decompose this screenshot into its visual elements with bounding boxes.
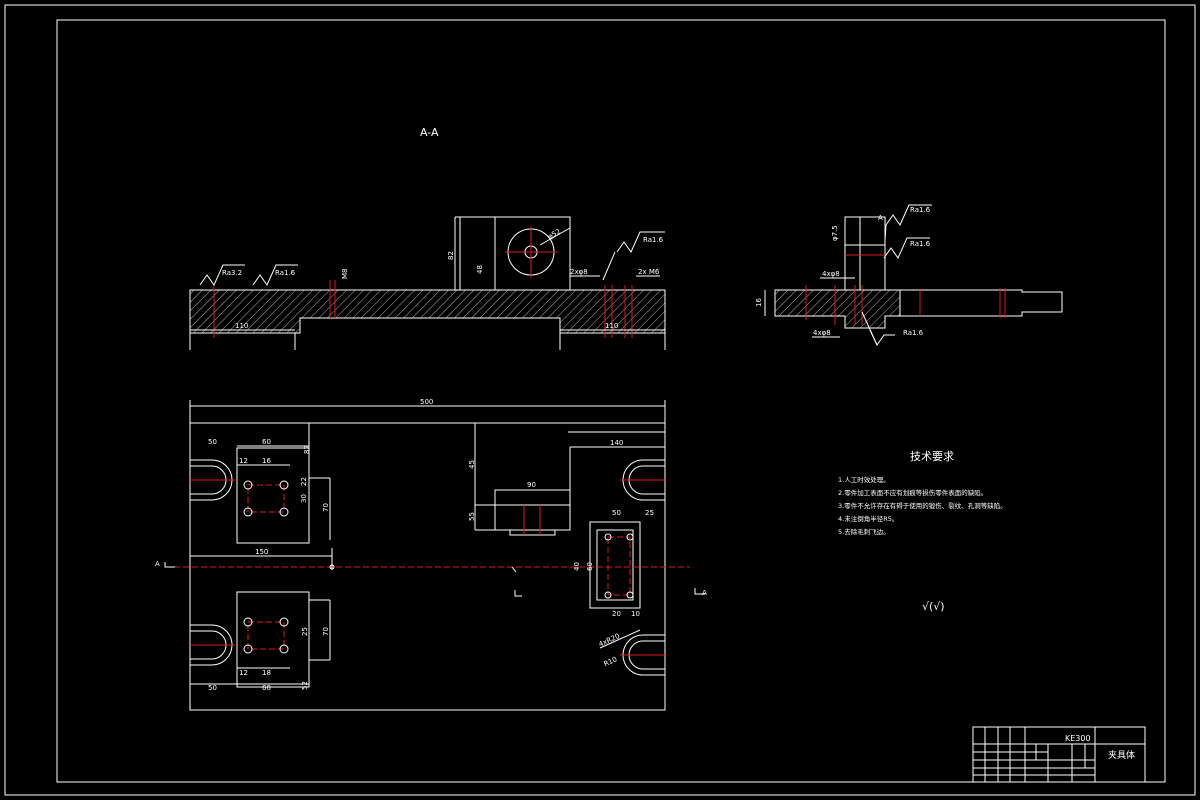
- roughness-1: Ra3.2: [222, 269, 242, 277]
- roughness-2: Ra1.6: [275, 269, 296, 277]
- tech-item-5: 5.去除毛刺飞边。: [838, 527, 890, 536]
- plan-dim-60: 60: [586, 562, 594, 571]
- tech-title: 技术要求: [910, 450, 954, 463]
- section-marker-left: A: [155, 560, 160, 568]
- dim-110-left: 110: [235, 322, 248, 330]
- tech-item-2: 2.零件加工表面不应有划痕等损伤零件表面的缺陷。: [838, 488, 987, 497]
- roughness-mark: √(√): [922, 600, 945, 613]
- plan-dim-40: 40: [573, 562, 581, 571]
- plan-dim-slot-r10: R10: [603, 655, 619, 668]
- roughness-4: Ra1.6: [910, 206, 931, 214]
- plan-dim-12-bottom: 12: [239, 669, 248, 677]
- dim-2x8: 2xφ8: [570, 268, 588, 276]
- plan-dim-90: 90: [527, 481, 536, 489]
- outer-frame: [4, 4, 1196, 796]
- dim-48: 48: [476, 265, 484, 274]
- tech-requirements: 技术要求 1.人工时效处理。 2.零件加工表面不应有划痕等损伤零件表面的缺陷。 …: [838, 450, 1007, 613]
- tech-item-4: 4.未注倒角半径R5。: [838, 514, 898, 523]
- plan-dim-60-bottom: 60: [262, 684, 271, 692]
- dim-82: 82: [447, 251, 455, 260]
- plan-dim-82: 82: [303, 445, 311, 454]
- plan-dim-70-top: 70: [322, 503, 330, 512]
- plan-dim-50-left: 50: [208, 438, 217, 446]
- plan-dim-50: 50: [612, 509, 621, 517]
- roughness-5: Ra1.6: [910, 240, 931, 248]
- inner-frame: [56, 19, 1166, 783]
- plan-dim-45: 45: [468, 460, 476, 469]
- dim-110-right: 110: [605, 322, 618, 330]
- side-view: 16 4xφ8 4xφ8 φ7.5 A Ra1.6 Ra1.6 Ra1.6: [755, 204, 1063, 346]
- plan-dim-25-bottom: 25: [301, 627, 309, 636]
- plan-dim-50-bottom: 50: [208, 684, 217, 692]
- roughness-3: Ra1.6: [643, 236, 664, 244]
- side-dim-4x: 4xφ8: [822, 270, 840, 278]
- plan-dim-55: 55: [468, 512, 476, 521]
- plan-dim-12-top: 12: [239, 457, 248, 465]
- plan-dim-30: 30: [300, 494, 308, 503]
- plan-dim-25-right: 25: [645, 509, 654, 517]
- drawing-number: KE300: [1065, 734, 1091, 743]
- plan-dim-22: 22: [300, 477, 308, 486]
- part-name: 夹具体: [1108, 749, 1135, 761]
- section-view: A-A 110 110 82 48 φ52 M8 2xφ8 2x: [189, 126, 666, 350]
- plan-dim-70-bottom: 70: [322, 627, 330, 636]
- side-dim-top: φ7.5: [831, 225, 839, 241]
- tech-item-3: 3.零件不允许存在有碍于使用的锻伤、裂纹、孔洞等缺陷。: [838, 501, 1007, 510]
- plan-dim-60-top: 60: [262, 438, 271, 446]
- plan-dim-16: 16: [262, 457, 271, 465]
- plan-dim-150: 150: [255, 548, 268, 556]
- plan-dim-10: 10: [631, 610, 640, 618]
- roughness-6: Ra1.6: [903, 329, 924, 337]
- section-marker-right: A: [702, 589, 707, 597]
- title-block: KE300 夹具体: [972, 726, 1146, 783]
- plan-dim-52-bottom: 52: [301, 681, 309, 690]
- plan-dim-18: 18: [262, 669, 271, 677]
- tech-item-1: 1.人工时效处理。: [838, 475, 890, 484]
- section-label: A-A: [420, 126, 439, 139]
- side-dim-16: 16: [755, 298, 763, 307]
- side-dim-a: A: [878, 214, 883, 222]
- side-dim-4x2: 4xφ8: [813, 329, 831, 337]
- plan-dim-140: 140: [610, 439, 623, 447]
- dim-2x6: 2x M6: [638, 268, 660, 276]
- plan-dim-500: 500: [420, 398, 433, 406]
- dim-bore: φ52: [546, 227, 562, 241]
- plan-view: 500: [155, 398, 707, 711]
- plan-dim-20: 20: [612, 610, 621, 618]
- dim-m8: M8: [341, 269, 349, 280]
